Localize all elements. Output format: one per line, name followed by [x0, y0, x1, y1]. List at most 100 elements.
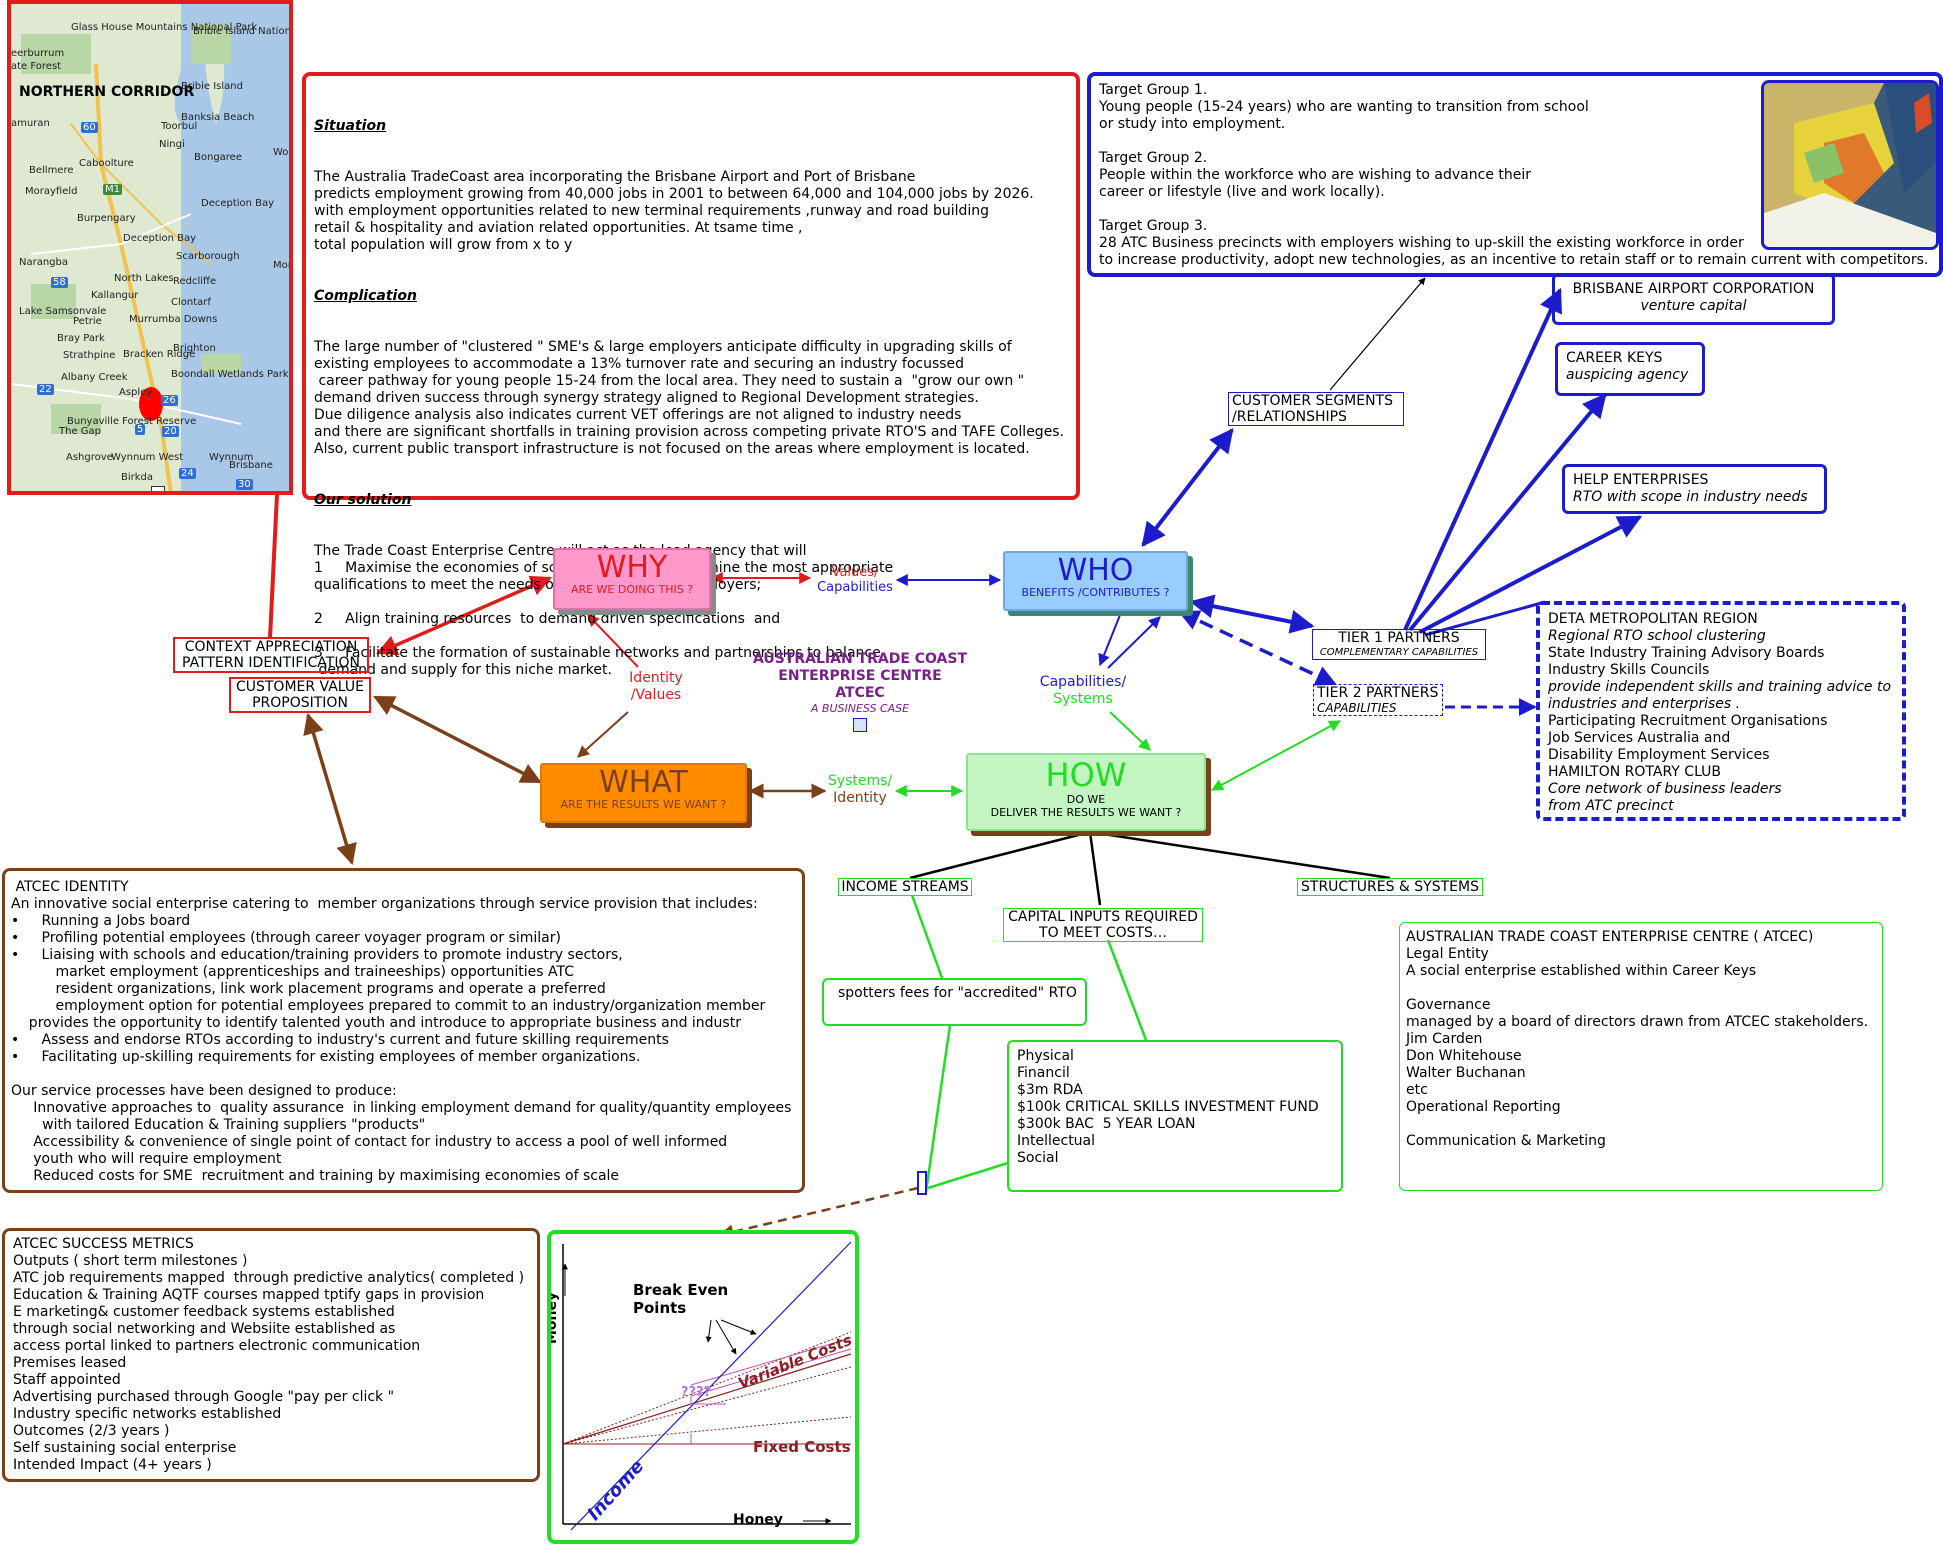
variable-cost-marker	[690, 1396, 726, 1405]
structures-systems-label[interactable]: STRUCTURES & SYSTEMS	[1297, 878, 1483, 896]
map-place-label: Petrie	[73, 316, 102, 327]
y-axis-label: Money	[547, 1291, 560, 1344]
map-place-label: More	[273, 260, 292, 271]
map-road-label: M1	[103, 184, 122, 195]
atcec-identity-line: Accessibility & convenience of single po…	[11, 1134, 728, 1150]
map-road-label: 26	[161, 395, 178, 406]
map-place-label: Wynnum West	[111, 452, 184, 463]
cvp-line2: PROPOSITION	[252, 695, 348, 711]
business-case-box: Situation The Australia TradeCoast area …	[302, 72, 1080, 678]
bac-box[interactable]: BRISBANE AIRPORT CORPORATION venture cap…	[1552, 273, 1835, 325]
center-title: AUSTRALIAN TRADE COAST ENTERPRISE CENTRE…	[745, 651, 975, 732]
success-metric-line: E marketing& customer feedback systems e…	[13, 1304, 395, 1320]
situation-line: retail & hospitality and aviation relate…	[314, 220, 803, 236]
map-place-label: Redcliffe	[173, 276, 217, 287]
identity-values-label: Identity /Values	[616, 670, 696, 704]
success-metric-line: Staff appointed	[13, 1372, 121, 1388]
solution-line: demand and supply for this niche market.	[314, 662, 612, 678]
why-node[interactable]: WHY ARE WE DOING THIS ?	[553, 548, 711, 610]
atcec-identity-line: An innovative social enterprise catering…	[11, 896, 758, 912]
career-keys-subtitle: auspicing agency	[1566, 367, 1689, 383]
how-node[interactable]: HOW DO WE DELIVER THE RESULTS WE WANT ?	[966, 753, 1206, 831]
map-place-label: Banksia Beach	[181, 112, 255, 123]
situation-line: predicts employment growing from 40,000 …	[314, 186, 1034, 202]
systems-sub-label: Systems	[1053, 691, 1113, 707]
atcec-entity-box: AUSTRALIAN TRADE COAST ENTERPRISE CENTRE…	[1399, 922, 1883, 1191]
capital-input-line: Social	[1017, 1150, 1059, 1166]
question-marks-label: ????	[681, 1385, 712, 1400]
document-icon[interactable]	[853, 718, 867, 732]
tier2-line2: CAPABILITIES	[1317, 701, 1397, 715]
situation-line: The Australia TradeCoast area incorporat…	[314, 169, 916, 185]
capabilities-label: Capabilities	[817, 580, 893, 595]
complication-line: The large number of "clustered " SME's &…	[314, 339, 1012, 355]
atcec-identity-line: • Liaising with schools and education/tr…	[11, 947, 623, 963]
capital-inputs-label[interactable]: CAPITAL INPUTS REQUIRED TO MEET COSTS…	[1003, 908, 1203, 942]
center-title-line4: A BUSINESS CASE	[810, 702, 910, 715]
atcec-entity-line: managed by a board of directors drawn fr…	[1406, 1014, 1869, 1030]
customer-segments-label[interactable]: CUSTOMER SEGMENTS /RELATIONSHIPS	[1228, 392, 1404, 426]
atcec-identity-line: Reduced costs for SME recruitment and tr…	[11, 1168, 620, 1184]
atc-precinct-map-image	[1761, 80, 1939, 250]
map-place-label: Narangba	[19, 257, 69, 268]
customer-value-proposition-label[interactable]: CUSTOMER VALUE PROPOSITION	[229, 677, 371, 713]
location-marker	[139, 387, 163, 421]
situation-heading: Situation	[314, 118, 387, 134]
atcec-identity-line: • Assess and endorse RTOs according to i…	[11, 1032, 669, 1048]
map-thumbnail-icon[interactable]	[151, 486, 165, 491]
spotters-fees-box[interactable]: spotters fees for "accredited" RTO	[822, 978, 1087, 1026]
map-road-label: 30	[236, 479, 253, 490]
how-title: HOW	[1045, 756, 1127, 794]
map-place-label: amuran	[11, 118, 50, 129]
map-place-label: Brisbane	[229, 460, 273, 471]
who-title: WHO	[1057, 553, 1134, 588]
capital-input-line: Physical	[1017, 1048, 1074, 1064]
complication-line: Also, current public transport infrastru…	[314, 441, 1030, 457]
target-group-line: Target Group 1.	[1099, 82, 1208, 98]
target-group-line: 28 ATC Business precincts with employers…	[1099, 235, 1744, 251]
map-place-label: Morayfield	[25, 186, 78, 197]
who-node[interactable]: WHO BENEFITS /CONTRIBUTES ?	[1003, 551, 1188, 611]
deta-line: Disability Employment Services	[1548, 747, 1770, 763]
tier1-partners-label[interactable]: TIER 1 PARTNERS COMPLEMENTARY CAPABILITI…	[1312, 629, 1486, 660]
context-appreciation-label[interactable]: CONTEXT APPRECIATION PATTERN IDENTIFICAT…	[173, 637, 369, 673]
deta-line: DETA METROPOLITAN REGION	[1548, 611, 1758, 627]
map-place-label: Deception Bay	[123, 233, 197, 244]
total-cost-line	[562, 1353, 852, 1445]
tier1-line2: COMPLEMENTARY CAPABILITIES	[1319, 647, 1479, 658]
map-place-label: The Gap	[59, 426, 102, 437]
target-group-line: People within the workforce who are wish…	[1099, 167, 1532, 183]
atcec-entity-line: Operational Reporting	[1406, 1099, 1561, 1115]
income-streams-label[interactable]: INCOME STREAMS	[838, 878, 972, 896]
help-subtitle: RTO with scope in industry needs	[1573, 489, 1808, 505]
segments-line1: CUSTOMER SEGMENTS	[1232, 393, 1393, 409]
deta-line: provide independent skills and training …	[1548, 679, 1892, 695]
tier2-partners-label[interactable]: TIER 2 PARTNERS CAPABILITIES	[1313, 684, 1443, 716]
atcec-identity-line	[11, 1066, 791, 1083]
help-enterprises-box[interactable]: HELP ENTERPRISES RTO with scope in indus…	[1562, 464, 1827, 514]
success-metric-line: Industry specific networks established	[13, 1406, 282, 1422]
complication-line: existing employees to accommodate a 13% …	[314, 356, 965, 372]
map-background	[11, 4, 289, 491]
solution-heading: Our solution	[314, 492, 412, 508]
what-subtitle: ARE THE RESULTS WE WANT ?	[560, 798, 727, 811]
atcec-identity-line: market employment (apprenticeships and t…	[11, 964, 574, 980]
success-metric-line: Self sustaining social enterprise	[13, 1440, 237, 1456]
context-line2: PATTERN IDENTIFICATION	[182, 655, 360, 671]
map-place-label: Clontarf	[171, 297, 211, 308]
career-keys-box[interactable]: CAREER KEYS auspicing agency	[1555, 342, 1705, 396]
link-document-icon[interactable]	[917, 1171, 927, 1195]
map-place-label: Deception Bay	[201, 198, 275, 209]
what-node[interactable]: WHAT ARE THE RESULTS WE WANT ?	[540, 763, 747, 823]
map-place-label: Glass House Mountains National Park	[71, 22, 258, 33]
atcec-entity-line: A social enterprise established within C…	[1406, 963, 1757, 979]
variable-cost-line-low	[562, 1416, 852, 1445]
variable-cost-line-purple	[690, 1348, 852, 1397]
fixed-costs-label: Fixed Costs	[753, 1438, 851, 1456]
center-title-line2: ENTERPRISE CENTRE	[778, 668, 942, 684]
map-place-label: Ashgrove	[66, 452, 113, 463]
break-even-label-line2: Points	[633, 1299, 687, 1317]
